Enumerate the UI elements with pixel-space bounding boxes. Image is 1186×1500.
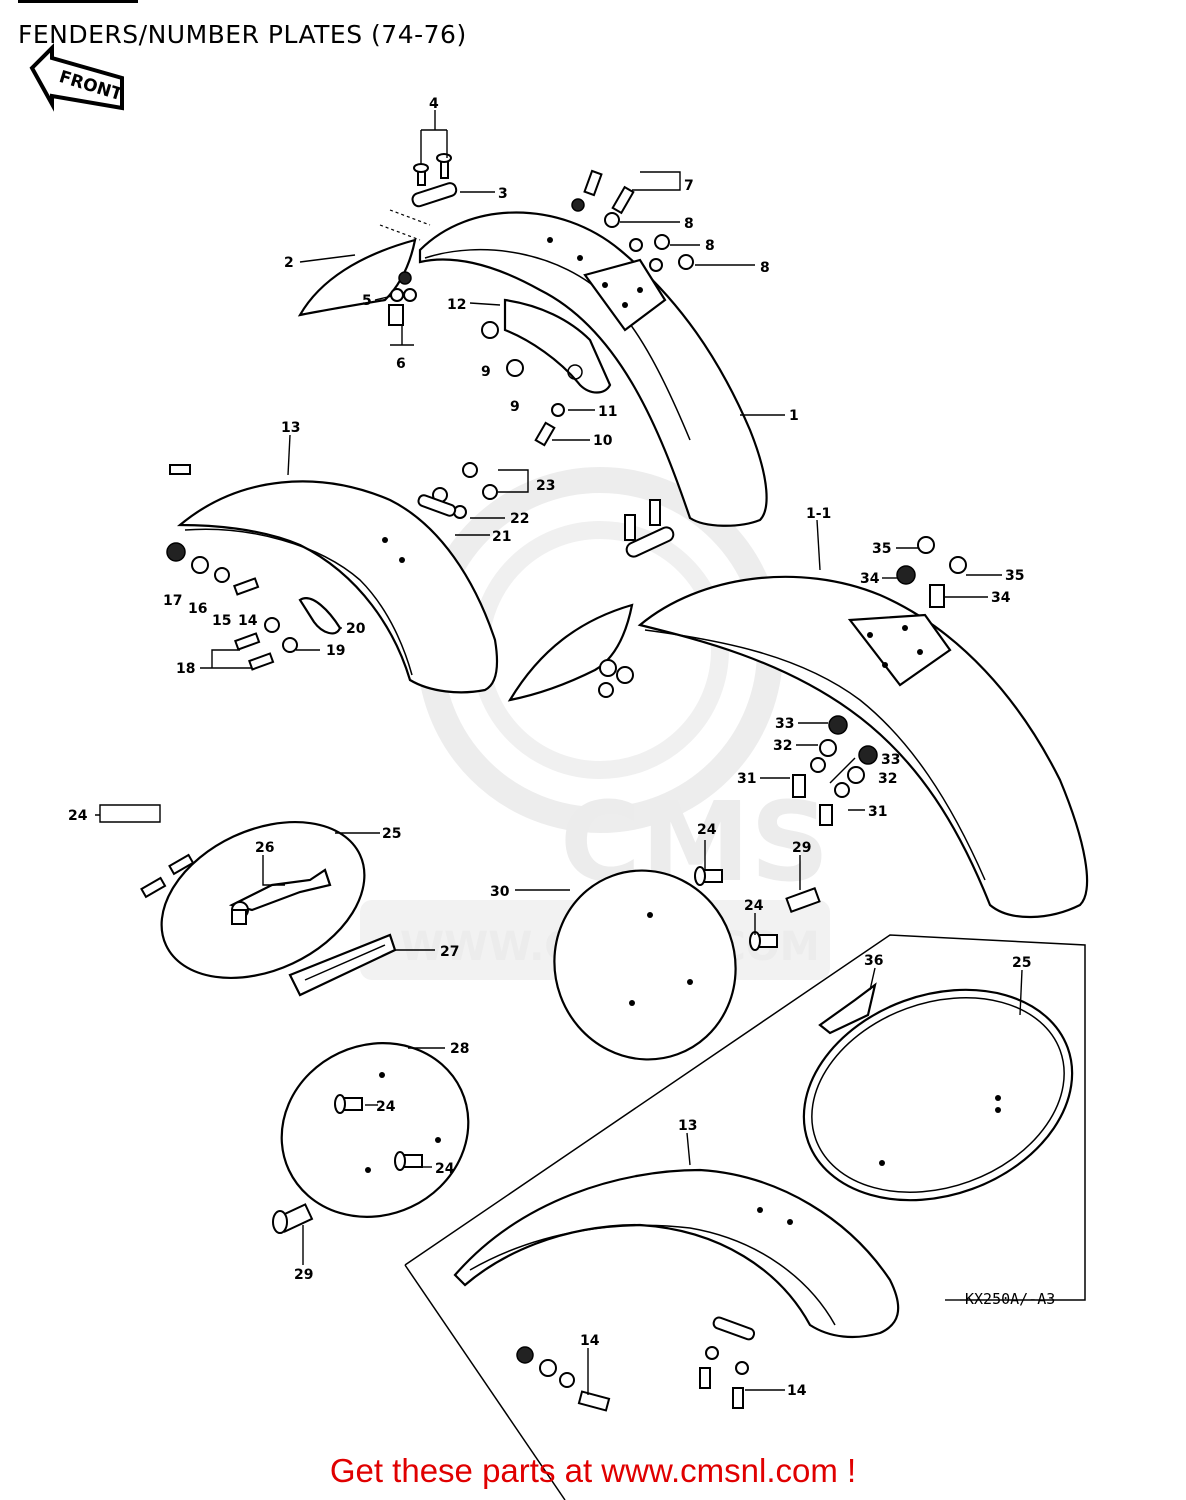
callout-13-upper: 13 bbox=[281, 420, 300, 436]
callout-33a: 33 bbox=[775, 716, 794, 732]
callout-11: 11 bbox=[598, 404, 617, 420]
callout-23: 23 bbox=[536, 478, 555, 494]
footer-link[interactable]: Get these parts at www.cmsnl.com ! bbox=[329, 1452, 857, 1489]
callout-24b: 24 bbox=[697, 822, 717, 838]
number-plate-25-left bbox=[160, 464, 366, 980]
callout-10: 10 bbox=[593, 433, 613, 449]
callout-3: 3 bbox=[498, 186, 508, 202]
kx250a-variant-box bbox=[272, 934, 1086, 1500]
callout-7: 7 bbox=[684, 178, 694, 194]
front-fender-1-1 bbox=[637, 575, 1089, 919]
callout-labels: 4 3 2 5 6 7 8 8 8 12 9 9 11 10 1 13 23 2… bbox=[68, 96, 1055, 1399]
callout-8a: 8 bbox=[684, 216, 694, 232]
rear-fender-13-upper bbox=[176, 480, 499, 694]
page-title: FENDERS/NUMBER PLATES (74-76) bbox=[18, 20, 467, 49]
callout-8c: 8 bbox=[760, 260, 770, 276]
callout-18: 18 bbox=[176, 661, 195, 677]
leader-lines bbox=[95, 110, 1023, 1395]
callout-34b: 34 bbox=[991, 590, 1011, 606]
plate-30-hardware bbox=[694, 866, 821, 951]
callout-17: 17 bbox=[163, 593, 182, 609]
front-arrow: FRONT bbox=[29, 43, 125, 112]
callout-35b: 35 bbox=[1005, 568, 1024, 584]
callout-36: 36 bbox=[864, 953, 883, 969]
callout-32a: 32 bbox=[773, 738, 792, 754]
callout-14-lower-a: 14 bbox=[580, 1333, 600, 1349]
callout-4: 4 bbox=[429, 96, 439, 112]
callout-8b: 8 bbox=[705, 238, 715, 254]
callout-31b: 31 bbox=[868, 804, 887, 820]
callout-29a: 29 bbox=[792, 840, 811, 856]
number-plate-30 bbox=[553, 869, 737, 1061]
callout-12: 12 bbox=[447, 297, 466, 313]
callout-32b: 32 bbox=[878, 771, 897, 787]
callout-26: 26 bbox=[255, 840, 274, 856]
callout-27: 27 bbox=[440, 944, 459, 960]
front-fender-1-1-hardware bbox=[792, 536, 967, 826]
callout-1: 1 bbox=[789, 408, 799, 424]
model-label: KX250A/-A3 bbox=[965, 1290, 1055, 1308]
callout-14-upper: 14 bbox=[238, 613, 258, 629]
callout-25-right: 25 bbox=[1012, 955, 1031, 971]
callout-24a: 24 bbox=[68, 808, 88, 824]
callout-2: 2 bbox=[284, 255, 294, 271]
plate-left-screws bbox=[140, 853, 195, 899]
callout-14-lower-b: 14 bbox=[787, 1383, 807, 1399]
rear-fender-upper-hardware bbox=[166, 462, 498, 671]
callout-24d: 24 bbox=[376, 1099, 396, 1115]
callout-1-1: 1-1 bbox=[806, 506, 831, 522]
front-fender-1 bbox=[418, 211, 768, 527]
callout-19: 19 bbox=[326, 643, 345, 659]
callout-31a: 31 bbox=[737, 771, 756, 787]
callout-34a: 34 bbox=[860, 571, 880, 587]
callout-21: 21 bbox=[492, 529, 511, 545]
title-rule bbox=[18, 0, 138, 3]
callout-28: 28 bbox=[450, 1041, 469, 1057]
callout-30: 30 bbox=[490, 884, 510, 900]
callout-5: 5 bbox=[362, 293, 372, 309]
callout-15: 15 bbox=[212, 613, 231, 629]
callout-33b: 33 bbox=[881, 752, 900, 768]
callout-20: 20 bbox=[346, 621, 366, 637]
callout-22: 22 bbox=[510, 511, 529, 527]
callout-13-lower: 13 bbox=[678, 1118, 697, 1134]
callout-35a: 35 bbox=[872, 541, 891, 557]
front-fender-1-1-visor bbox=[507, 499, 675, 702]
callout-9a: 9 bbox=[481, 364, 491, 380]
callout-6: 6 bbox=[396, 356, 406, 372]
front-fender-visor-2 bbox=[297, 209, 431, 317]
callout-25-left: 25 bbox=[382, 826, 401, 842]
callout-29b: 29 bbox=[294, 1267, 313, 1283]
callout-24c: 24 bbox=[744, 898, 764, 914]
callout-24e: 24 bbox=[435, 1161, 455, 1177]
front-fender-hardware bbox=[388, 153, 694, 447]
callout-16: 16 bbox=[188, 601, 207, 617]
callout-9b: 9 bbox=[510, 399, 520, 415]
